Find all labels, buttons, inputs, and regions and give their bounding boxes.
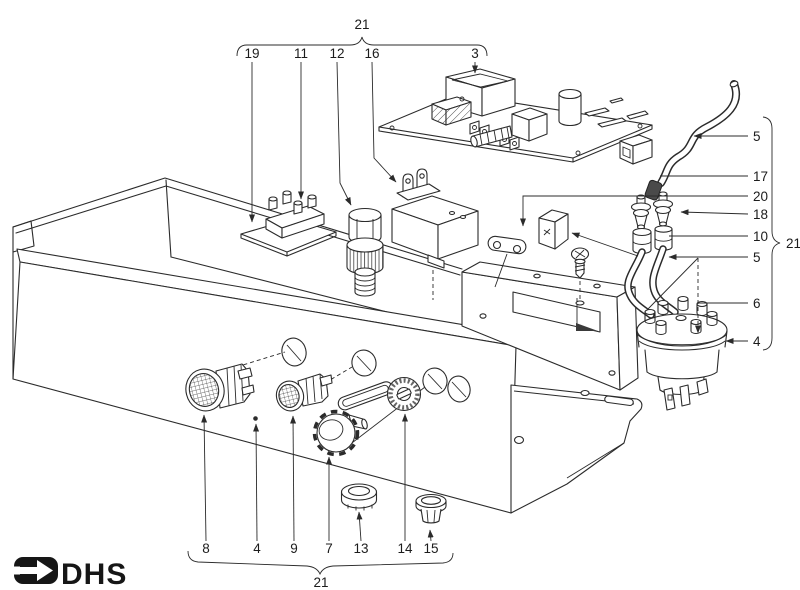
top-brace bbox=[236, 36, 488, 57]
label-16: 16 bbox=[364, 46, 379, 61]
label-11: 11 bbox=[294, 46, 308, 61]
knurled-disc bbox=[386, 376, 422, 412]
relay bbox=[391, 168, 479, 300]
label-5-top: 5 bbox=[753, 129, 761, 144]
label-20: 20 bbox=[753, 189, 768, 204]
label-6: 6 bbox=[753, 296, 761, 311]
cable-sleeve bbox=[644, 179, 663, 201]
mounting-bracket-small bbox=[538, 209, 639, 257]
switch-terminals bbox=[644, 295, 718, 335]
label-8: 8 bbox=[202, 541, 210, 556]
right-arrow-icon bbox=[13, 557, 58, 584]
label-13: 13 bbox=[353, 541, 368, 556]
label-17: 17 bbox=[753, 169, 768, 184]
connector-right bbox=[652, 191, 674, 227]
potentiometer bbox=[470, 107, 548, 148]
push-connectors bbox=[630, 191, 674, 255]
panel-washer bbox=[447, 375, 471, 403]
panel-hole-1 bbox=[281, 337, 307, 367]
cable-gland bbox=[346, 207, 384, 297]
dhs-logo: DHS bbox=[13, 557, 127, 590]
label-5-mid: 5 bbox=[753, 250, 761, 265]
indicator-lamp-large bbox=[185, 351, 286, 412]
label-15: 15 bbox=[423, 541, 438, 556]
label-18: 18 bbox=[753, 207, 768, 222]
logo-text: DHS bbox=[61, 558, 127, 590]
power-cable bbox=[644, 80, 740, 201]
panel-hole-3 bbox=[422, 367, 448, 395]
callout-labels: 21 19 11 12 16 3 5 17 20 18 10 5 6 4 21 … bbox=[202, 17, 800, 590]
label-9: 9 bbox=[290, 541, 298, 556]
right-brace bbox=[762, 116, 781, 351]
indicator-lamp-small bbox=[275, 366, 353, 412]
label-right-group: 21 bbox=[786, 236, 800, 251]
label-top-group: 21 bbox=[354, 17, 369, 32]
lamp-lens-grid bbox=[189, 373, 219, 407]
bottom-brace bbox=[187, 550, 454, 576]
circuit-board bbox=[378, 68, 653, 165]
label-3: 3 bbox=[471, 46, 479, 61]
label-7: 7 bbox=[325, 541, 333, 556]
panel-bushing bbox=[415, 493, 447, 524]
hose-fitting-right bbox=[654, 225, 673, 251]
ring-nut bbox=[340, 483, 378, 511]
switch-spade-lugs bbox=[663, 378, 709, 411]
enclosure-housing bbox=[12, 177, 643, 514]
board-connector bbox=[619, 134, 653, 165]
terminal-screws bbox=[268, 190, 317, 215]
label-4-bottom: 4 bbox=[253, 541, 261, 556]
label-10: 10 bbox=[753, 229, 768, 244]
group-braces bbox=[187, 36, 781, 576]
capacitor bbox=[558, 88, 582, 127]
lamp-lens-grid bbox=[278, 384, 300, 408]
label-bottom-group: 21 bbox=[313, 575, 328, 590]
connector-left bbox=[630, 194, 652, 230]
screw bbox=[570, 247, 590, 306]
label-14: 14 bbox=[397, 541, 413, 556]
terminal-block bbox=[265, 190, 325, 239]
clamp-strap bbox=[487, 235, 527, 288]
label-4-right: 4 bbox=[753, 334, 761, 349]
heatsink-block bbox=[431, 96, 472, 126]
callout-lines bbox=[201, 61, 749, 542]
ic-components bbox=[584, 97, 649, 128]
panel-hole-2 bbox=[351, 349, 377, 377]
label-12: 12 bbox=[329, 46, 344, 61]
label-19: 19 bbox=[244, 46, 259, 61]
pressure-switch bbox=[636, 295, 728, 411]
base-flange bbox=[510, 384, 643, 514]
transformer bbox=[445, 68, 516, 117]
